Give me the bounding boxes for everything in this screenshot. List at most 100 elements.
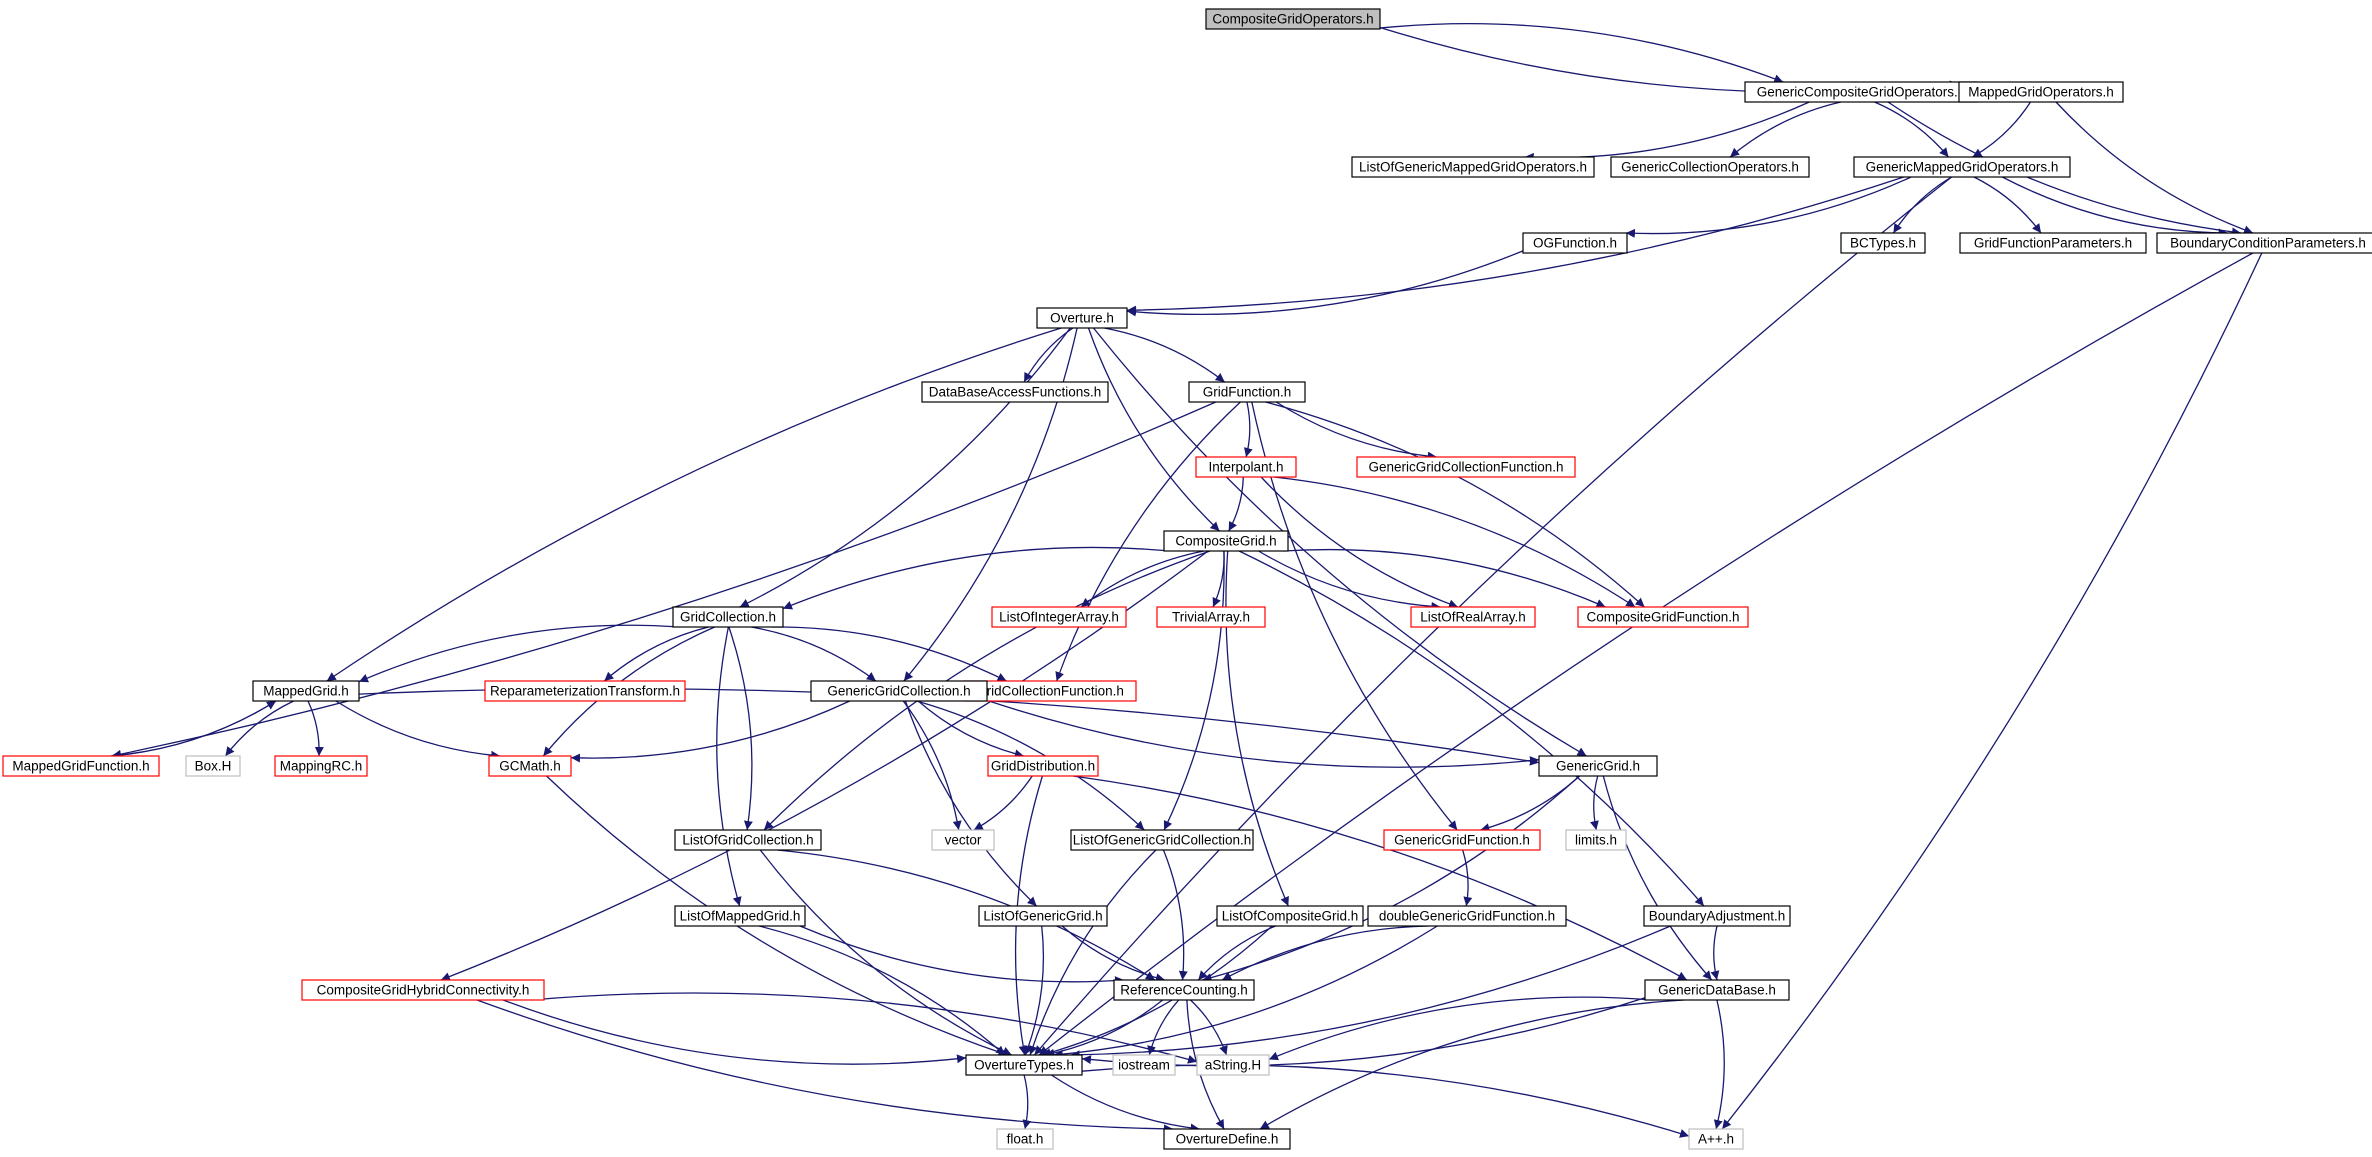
edge-cgh-to-locg	[1225, 550, 1289, 907]
node-gch[interactable]: GridCollection.h	[672, 606, 784, 628]
node-cghc-label: CompositeGridHybridConnectivity.h	[317, 983, 530, 998]
node-rpt[interactable]: ReparameterizationTransform.h	[484, 680, 686, 702]
node-loia-label: ListOfIntegerArray.h	[999, 610, 1119, 625]
edge-ovh-to-gch	[739, 327, 1071, 608]
node-rpt-box	[484, 680, 686, 702]
node-ios[interactable]: iostream	[1112, 1054, 1176, 1076]
node-gcf[interactable]: GridCollectionFunction.h	[963, 680, 1137, 702]
node-interp-box	[1195, 456, 1297, 478]
node-app[interactable]: A++.h	[1688, 1128, 1744, 1150]
node-ggc[interactable]: GenericGridCollection.h	[810, 680, 988, 702]
edge-gmgo-to-bct	[1892, 176, 1952, 234]
edge-ggc-to-loggc	[916, 700, 1145, 831]
node-vec[interactable]: vector	[931, 829, 995, 851]
edge-cgh-to-gch	[782, 546, 1165, 610]
node-gcm[interactable]: GCMath.h	[488, 755, 572, 777]
edge-gcgo-to-logmgo	[1524, 101, 1810, 162]
node-ggf[interactable]: GenericGridFunction.h	[1383, 829, 1541, 851]
node-gco[interactable]: GenericCollectionOperators.h	[1610, 156, 1810, 178]
node-bct[interactable]: BCTypes.h	[1840, 232, 1926, 254]
node-ggcf[interactable]: GenericGridCollectionFunction.h	[1356, 456, 1576, 478]
edge-mgf-to-mgh	[110, 700, 277, 757]
node-dbaf[interactable]: DataBaseAccessFunctions.h	[921, 381, 1109, 403]
node-tra[interactable]: TrivialArray.h	[1156, 606, 1266, 628]
node-gmgo[interactable]: GenericMappedGridOperators.h	[1853, 156, 2071, 178]
node-cgo[interactable]: CompositeGridOperators.h	[1205, 8, 1381, 30]
edge-cgo-to-gcgo	[1370, 23, 1784, 84]
edge-gdb-to-od	[1259, 999, 1685, 1130]
node-logc[interactable]: ListOfGridCollection.h	[674, 829, 822, 851]
node-boxh[interactable]: Box.H	[185, 755, 241, 777]
node-bct-label: BCTypes.h	[1850, 236, 1916, 251]
node-rc-label: ReferenceCounting.h	[1120, 983, 1248, 998]
node-lora[interactable]: ListOfRealArray.h	[1410, 606, 1536, 628]
edge-ovh-to-ggc	[903, 327, 1078, 682]
node-od[interactable]: OvertureDefine.h	[1163, 1128, 1291, 1150]
node-ba[interactable]: BoundaryAdjustment.h	[1643, 905, 1791, 927]
node-mrc-box	[274, 755, 368, 777]
node-astr[interactable]: aString.H	[1196, 1054, 1270, 1076]
node-boxh-box	[185, 755, 241, 777]
node-gfp-box	[1959, 232, 2147, 254]
node-interp[interactable]: Interpolant.h	[1195, 456, 1297, 478]
edge-cgh-to-tra	[1212, 550, 1225, 608]
node-lomg[interactable]: ListOfMappedGrid.h	[674, 905, 806, 927]
node-logmgo-box	[1351, 156, 1595, 178]
node-loia[interactable]: ListOfIntegerArray.h	[991, 606, 1127, 628]
node-bcp[interactable]: BoundaryConditionParameters.h	[2156, 232, 2372, 254]
node-locg[interactable]: ListOfCompositeGrid.h	[1216, 905, 1364, 927]
node-logg[interactable]: ListOfGenericGrid.h	[978, 905, 1108, 927]
node-flt[interactable]: float.h	[996, 1128, 1054, 1150]
node-rc[interactable]: ReferenceCounting.h	[1113, 979, 1255, 1001]
node-cgh-box	[1163, 530, 1289, 552]
node-loggc-label: ListOfGenericGridCollection.h	[1073, 833, 1252, 848]
edge-gmgo-to-ot	[1033, 176, 1953, 1056]
node-ogf[interactable]: OGFunction.h	[1522, 232, 1628, 254]
node-cgh[interactable]: CompositeGrid.h	[1163, 530, 1289, 552]
node-gdist[interactable]: GridDistribution.h	[987, 755, 1099, 777]
node-ot-box	[965, 1054, 1083, 1076]
edge-ogf-to-ovh	[1126, 250, 1524, 317]
node-lim-label: limits.h	[1575, 833, 1617, 848]
node-gco-label: GenericCollectionOperators.h	[1621, 160, 1799, 175]
edge-ggc-to-logg	[904, 700, 1038, 907]
edge-gdb-to-app	[1713, 999, 1725, 1130]
edge-ovh-to-mgh	[326, 327, 1062, 682]
node-ggh[interactable]: GenericGrid.h	[1538, 755, 1658, 777]
node-bcp-label: BoundaryConditionParameters.h	[2170, 236, 2366, 251]
node-cghc[interactable]: CompositeGridHybridConnectivity.h	[301, 979, 545, 1001]
node-mgo[interactable]: MappedGridOperators.h	[1958, 81, 2124, 103]
node-logmgo[interactable]: ListOfGenericMappedGridOperators.h	[1351, 156, 1595, 178]
edge-mgh-to-mrc	[307, 700, 324, 757]
node-mrc[interactable]: MappingRC.h	[274, 755, 368, 777]
edge-gch-to-rpt	[603, 626, 709, 682]
node-loggc[interactable]: ListOfGenericGridCollection.h	[1070, 829, 1254, 851]
edge-ggc-to-gdist	[917, 700, 1024, 759]
node-gcgo[interactable]: GenericCompositeGridOperators.h	[1744, 81, 1978, 103]
node-mgh-box	[252, 680, 360, 702]
node-cgf[interactable]: CompositeGridFunction.h	[1577, 606, 1749, 628]
node-cgo-box	[1205, 8, 1381, 30]
node-gfh[interactable]: GridFunction.h	[1188, 381, 1306, 403]
node-astr-label: aString.H	[1205, 1058, 1261, 1073]
edge-dggf-to-ot	[1053, 925, 1438, 1059]
node-dggf[interactable]: doubleGenericGridFunction.h	[1367, 905, 1567, 927]
node-ggc-label: GenericGridCollection.h	[827, 684, 970, 699]
edge-ot-to-flt	[1022, 1074, 1032, 1130]
edge-gch-to-logc	[728, 626, 753, 831]
edge-cgh-to-cgf	[1283, 548, 1606, 608]
node-gdb[interactable]: GenericDataBase.h	[1644, 979, 1790, 1001]
node-app-box	[1688, 1128, 1744, 1150]
edge-gfh-to-ggcf	[1275, 401, 1437, 461]
node-gfp[interactable]: GridFunctionParameters.h	[1959, 232, 2147, 254]
node-dggf-box	[1367, 905, 1567, 927]
node-mgf[interactable]: MappedGridFunction.h	[2, 755, 160, 777]
edge-mgo-to-bcp	[2055, 101, 2254, 235]
node-mgh[interactable]: MappedGrid.h	[252, 680, 360, 702]
edge-gmgo-to-gfp	[1973, 176, 2042, 234]
node-ovh[interactable]: Overture.h	[1036, 307, 1128, 329]
node-lim[interactable]: limits.h	[1565, 829, 1627, 851]
node-ot[interactable]: OvertureTypes.h	[965, 1054, 1083, 1076]
node-lomg-box	[674, 905, 806, 927]
node-flt-box	[996, 1128, 1054, 1150]
